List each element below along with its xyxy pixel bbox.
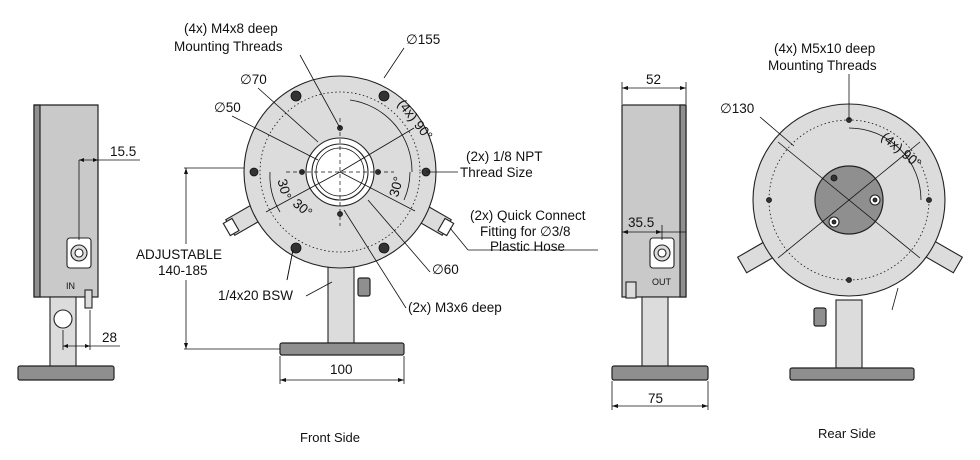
rear-caption: Rear Side bbox=[818, 426, 876, 441]
front-mount-hole-4 bbox=[378, 242, 390, 254]
front-angle-30-a: 30° bbox=[275, 177, 295, 201]
front-npt-line1: (2x) 1/8 NPT bbox=[466, 149, 543, 164]
rear-mount-hole-3 bbox=[766, 197, 772, 203]
right-housing-edge bbox=[679, 104, 687, 298]
out-label: OUT bbox=[652, 277, 672, 287]
rear-m5-line1: (4x) M5x10 deep bbox=[774, 41, 875, 56]
right-base bbox=[611, 365, 709, 381]
front-dia-155: ∅155 bbox=[406, 32, 440, 47]
front-qc-line3: Plastic Hose bbox=[490, 239, 565, 254]
rear-post bbox=[835, 299, 863, 369]
rear-dia-130: ∅130 bbox=[720, 101, 754, 116]
dim-28: 28 bbox=[102, 330, 117, 345]
front-adjustable-line1: ADJUSTABLE bbox=[136, 247, 222, 262]
rear-view: (4x) M5x10 deep Mounting Threads ∅130 (4… bbox=[720, 41, 964, 441]
front-m3-label: (2x) M3x6 deep bbox=[408, 300, 502, 315]
left-housing-edge bbox=[33, 104, 41, 298]
rear-m5-line2: Mounting Threads bbox=[768, 58, 877, 73]
rear-post-knob bbox=[813, 307, 827, 327]
front-dia-50: ∅50 bbox=[214, 100, 241, 115]
dim-75: 75 bbox=[648, 391, 663, 406]
rear-base bbox=[789, 367, 915, 381]
front-post bbox=[327, 264, 355, 344]
front-m4-line2: Mounting Threads bbox=[174, 39, 283, 54]
front-base bbox=[279, 342, 405, 356]
front-bolt-circle bbox=[259, 91, 421, 253]
front-qc-line2: Fitting for ∅3/8 bbox=[480, 224, 571, 239]
right-side-view: OUT 52 35.5 75 bbox=[611, 72, 709, 410]
front-mount-hole-1 bbox=[290, 90, 302, 102]
front-mount-hole-3 bbox=[290, 242, 302, 254]
dim-52: 52 bbox=[646, 72, 661, 87]
dim-35-5: 35.5 bbox=[628, 215, 654, 230]
right-post bbox=[641, 296, 669, 368]
left-base bbox=[17, 365, 115, 381]
front-caption: Front Side bbox=[300, 430, 360, 445]
rear-mount-hole-4 bbox=[926, 197, 932, 203]
left-side-view: IN 15.5 28 bbox=[17, 104, 140, 381]
rear-mount-hole-2 bbox=[846, 277, 852, 283]
front-angle-30-c: 30° bbox=[386, 175, 406, 199]
front-post-knob bbox=[357, 277, 371, 297]
front-adjustable-line2: 140-185 bbox=[158, 263, 208, 278]
front-bsw-label: 1/4x20 BSW bbox=[218, 288, 293, 303]
front-mount-hole-2 bbox=[378, 90, 390, 102]
left-side-connector bbox=[84, 289, 93, 309]
front-npt-line2: Thread Size bbox=[460, 165, 533, 180]
front-dia-60: ∅60 bbox=[432, 262, 459, 277]
in-label: IN bbox=[66, 281, 75, 291]
front-qc-line1: (2x) Quick Connect bbox=[470, 208, 586, 223]
front-npt-left bbox=[249, 167, 259, 177]
front-dia-70: ∅70 bbox=[240, 72, 267, 87]
dim-15-5: 15.5 bbox=[110, 144, 136, 159]
left-post-clamp bbox=[53, 309, 73, 329]
front-view: (4x) M4x8 deep Mounting Threads ∅155 ∅70… bbox=[130, 21, 598, 445]
front-width-100: 100 bbox=[330, 362, 353, 377]
right-side-connector bbox=[625, 281, 637, 299]
front-m4-line1: (4x) M4x8 deep bbox=[184, 21, 278, 36]
